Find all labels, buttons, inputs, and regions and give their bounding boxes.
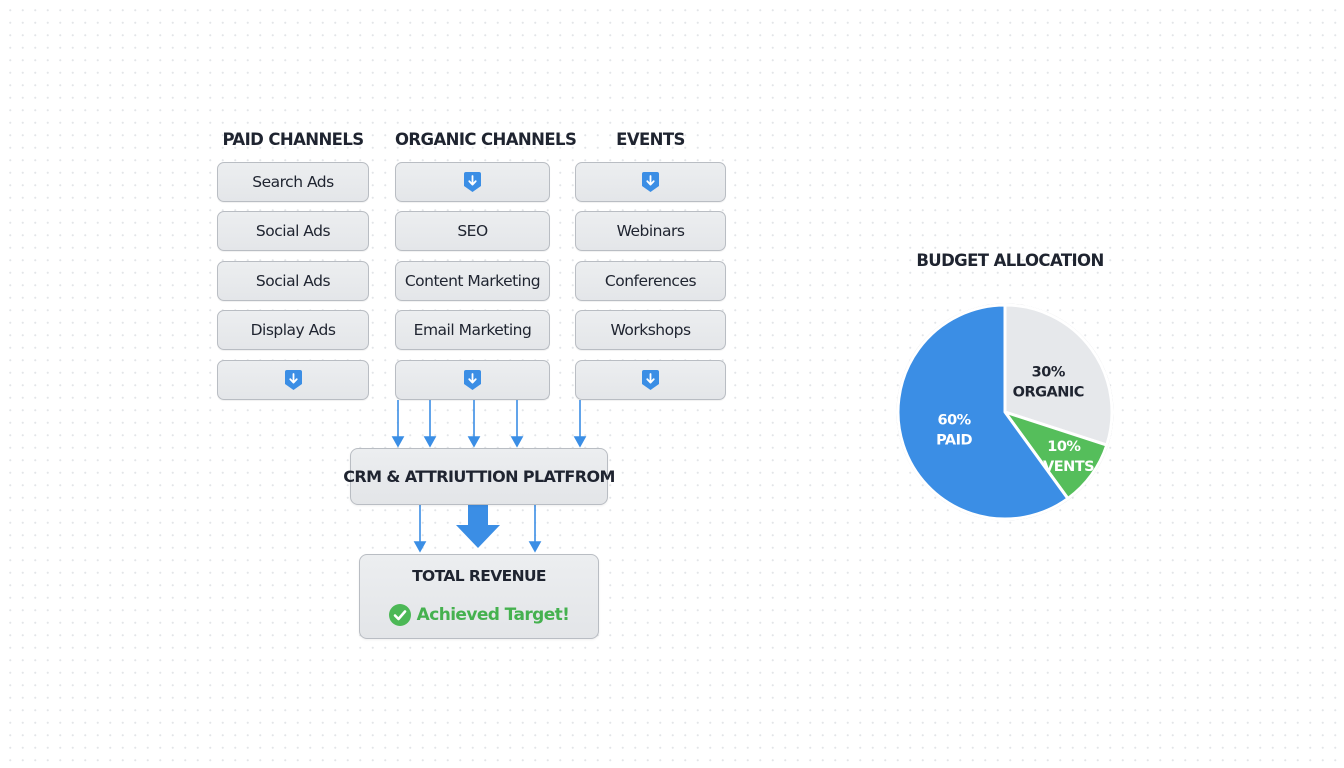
pie-label-events-percent: 10% [1047, 439, 1081, 455]
channel-label: Content Marketing [404, 272, 541, 290]
channel-label: Search Ads [252, 173, 334, 191]
channel-label: Webinars [616, 222, 685, 240]
check-circle-icon [388, 604, 411, 626]
channel-label: Social Ads [255, 222, 331, 240]
crm-attribution-platform-box[interactable]: CRM & ATTRIUTTION PLATFROM [343, 448, 615, 505]
total-revenue-box[interactable]: TOTAL REVENUE Achieved Target! [359, 554, 599, 639]
channel-expand-box-organic[interactable] [395, 360, 550, 400]
channel-expand-box-events[interactable] [575, 162, 726, 202]
download-badge-icon [464, 370, 481, 390]
target-status-text: Achieved Target! [416, 605, 570, 625]
channel-label: Display Ads [250, 321, 336, 339]
channel-expand-box-organic[interactable] [395, 162, 550, 202]
channel-box-paid[interactable]: Social Ads [217, 261, 369, 301]
channel-expand-box-events[interactable] [575, 360, 726, 400]
channel-label: SEO [457, 222, 488, 240]
channel-box-events[interactable]: Webinars [575, 211, 726, 251]
pie-label-organic-percent: 30% [1032, 365, 1066, 381]
pie-slice-organic [1003, 303, 1114, 447]
column-header-organic: ORGANIC CHANNELS [395, 130, 577, 149]
channel-box-events[interactable]: Workshops [575, 310, 726, 350]
target-status: Achieved Target! [360, 604, 598, 626]
crm-platform-label: CRM & ATTRIUTTION PLATFROM [343, 467, 615, 486]
pie-chart-title: BUDGET ALLOCATION [916, 251, 1104, 270]
channel-box-paid[interactable]: Social Ads [217, 211, 369, 251]
channel-expand-box-paid[interactable] [217, 360, 369, 400]
pie-label-organic-name: ORGANIC [1013, 385, 1084, 401]
pie-label-paid-name: PAID [936, 433, 972, 449]
channel-box-organic[interactable]: Content Marketing [395, 261, 550, 301]
download-badge-icon [464, 172, 481, 192]
pie-label-paid-percent: 60% [938, 413, 972, 429]
download-badge-icon [642, 370, 659, 390]
channel-label: Email Marketing [413, 321, 532, 339]
channel-box-paid[interactable]: Display Ads [217, 310, 369, 350]
pie-slice-paid [896, 303, 1070, 521]
channel-label: Social Ads [255, 272, 331, 290]
channel-label: Workshops [610, 321, 691, 339]
channel-box-organic[interactable]: SEO [395, 211, 550, 251]
download-badge-icon [284, 370, 302, 390]
download-badge-icon [642, 172, 659, 192]
column-header-events: EVENTS [616, 130, 685, 149]
channel-box-organic[interactable]: Email Marketing [395, 310, 550, 350]
channel-box-events[interactable]: Conferences [575, 261, 726, 301]
channel-box-paid[interactable]: Search Ads [217, 162, 369, 202]
column-header-paid: PAID CHANNELS [222, 130, 364, 149]
total-revenue-title: TOTAL REVENUE [412, 567, 546, 585]
channel-label: Conferences [604, 272, 697, 290]
